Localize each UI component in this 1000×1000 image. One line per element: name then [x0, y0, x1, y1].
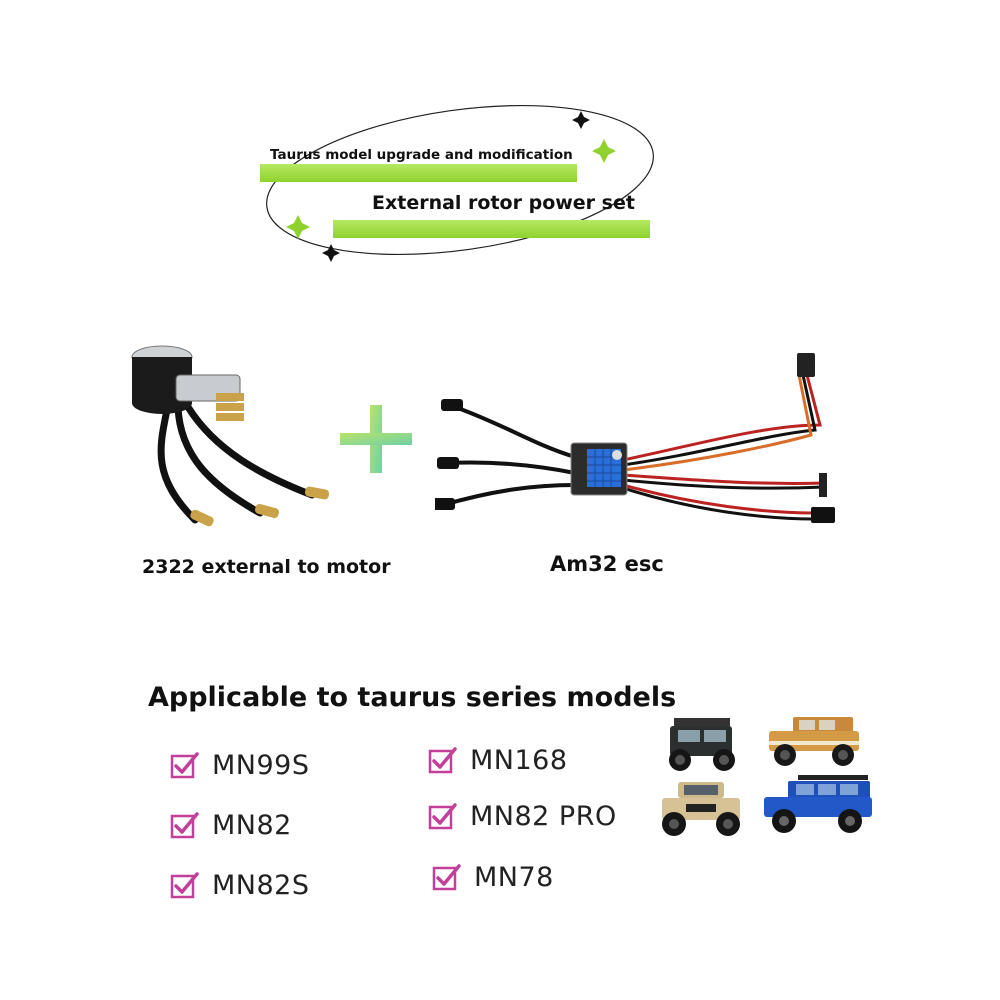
motor-image — [131, 345, 330, 527]
model-item: MN78 — [432, 857, 554, 897]
model-item: MN82 PRO — [428, 796, 617, 836]
checkbox-icon — [428, 747, 457, 774]
model-name: MN168 — [470, 744, 568, 776]
orbit-decoration — [266, 104, 654, 262]
banner-subtitle: Taurus model upgrade and modification — [270, 147, 573, 163]
model-item: MN99S — [170, 745, 310, 785]
car-image-orange-bronco — [769, 717, 859, 766]
green-bar-top — [260, 164, 577, 182]
banner-title: External rotor power set — [372, 192, 635, 214]
model-item: MN82 — [170, 805, 292, 845]
esc-image — [435, 353, 835, 523]
checkbox-icon — [428, 803, 457, 830]
esc-label: Am32 esc — [550, 552, 664, 576]
green-bar-bottom — [333, 220, 650, 238]
model-name: MN78 — [474, 861, 554, 893]
model-name: MN99S — [212, 749, 310, 781]
model-name: MN82 — [212, 809, 292, 841]
checkbox-icon — [170, 752, 199, 779]
motor-label: 2322 external to motor — [142, 556, 391, 578]
model-item: MN168 — [428, 740, 568, 780]
car-image-blue-cherokee — [764, 775, 872, 833]
plus-icon — [340, 405, 412, 473]
applicable-heading: Applicable to taurus series models — [148, 682, 677, 713]
car-image-tan-pickup — [662, 782, 740, 836]
model-item: MN82S — [170, 865, 310, 905]
model-name: MN82 PRO — [470, 800, 617, 832]
checkbox-icon — [432, 864, 461, 891]
car-image-black-defender — [669, 718, 735, 771]
checkbox-icon — [170, 812, 199, 839]
checkbox-icon — [170, 872, 199, 899]
model-name: MN82S — [212, 869, 310, 901]
